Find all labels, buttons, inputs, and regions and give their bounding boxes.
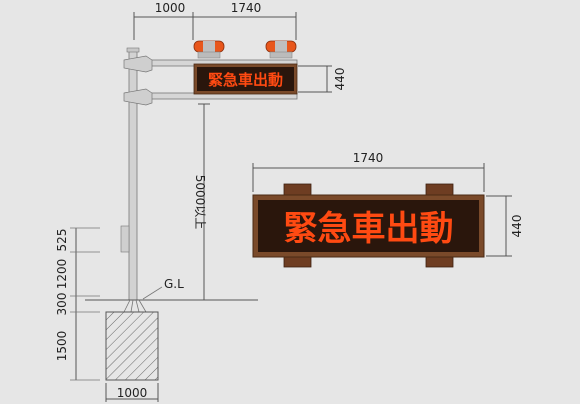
mount-bracket-top-right <box>425 183 454 197</box>
dim-small-sign-height: 440 <box>333 68 347 91</box>
small-sign-text: 緊急車出動 <box>208 71 283 89</box>
clearance-dimension: 5000以上 <box>193 103 210 300</box>
upper-arm <box>123 55 298 73</box>
big-sign-width-dimension: 1740 <box>252 151 485 192</box>
ground-line: G.L <box>85 277 258 301</box>
warning-light-left <box>193 40 225 59</box>
big-sign-height-dimension: 440 <box>486 195 524 257</box>
big-sign-text: 緊急車出動 <box>284 209 454 249</box>
dim-big-sign-height: 440 <box>510 215 524 238</box>
dim-clearance: 5000以上 <box>193 175 207 230</box>
dim-left-525: 525 <box>55 229 69 252</box>
bottom-dimension: 1000 <box>105 383 159 402</box>
dim-top-right: 1740 <box>231 1 262 15</box>
control-box <box>120 225 130 253</box>
foundation <box>105 299 159 381</box>
small-sign: 緊急車出動 <box>193 63 298 95</box>
big-sign: 緊急車出動 <box>252 183 485 268</box>
dim-bottom: 1000 <box>117 386 148 400</box>
small-sign-height-dimension: 440 <box>298 65 347 93</box>
pole <box>120 47 140 301</box>
mount-bracket-top-left <box>283 183 312 197</box>
dim-left-1500: 1500 <box>55 331 69 362</box>
left-dimensions: 525 1200 300 1500 <box>55 227 100 381</box>
warning-light-right <box>265 40 297 59</box>
dim-big-sign-width: 1740 <box>353 151 384 165</box>
dim-top-left: 1000 <box>155 1 186 15</box>
ground-label: G.L <box>164 277 184 291</box>
dim-left-300: 300 <box>55 293 69 316</box>
top-dimension: 1000 1740 <box>133 1 297 40</box>
dim-left-1200: 1200 <box>55 259 69 290</box>
